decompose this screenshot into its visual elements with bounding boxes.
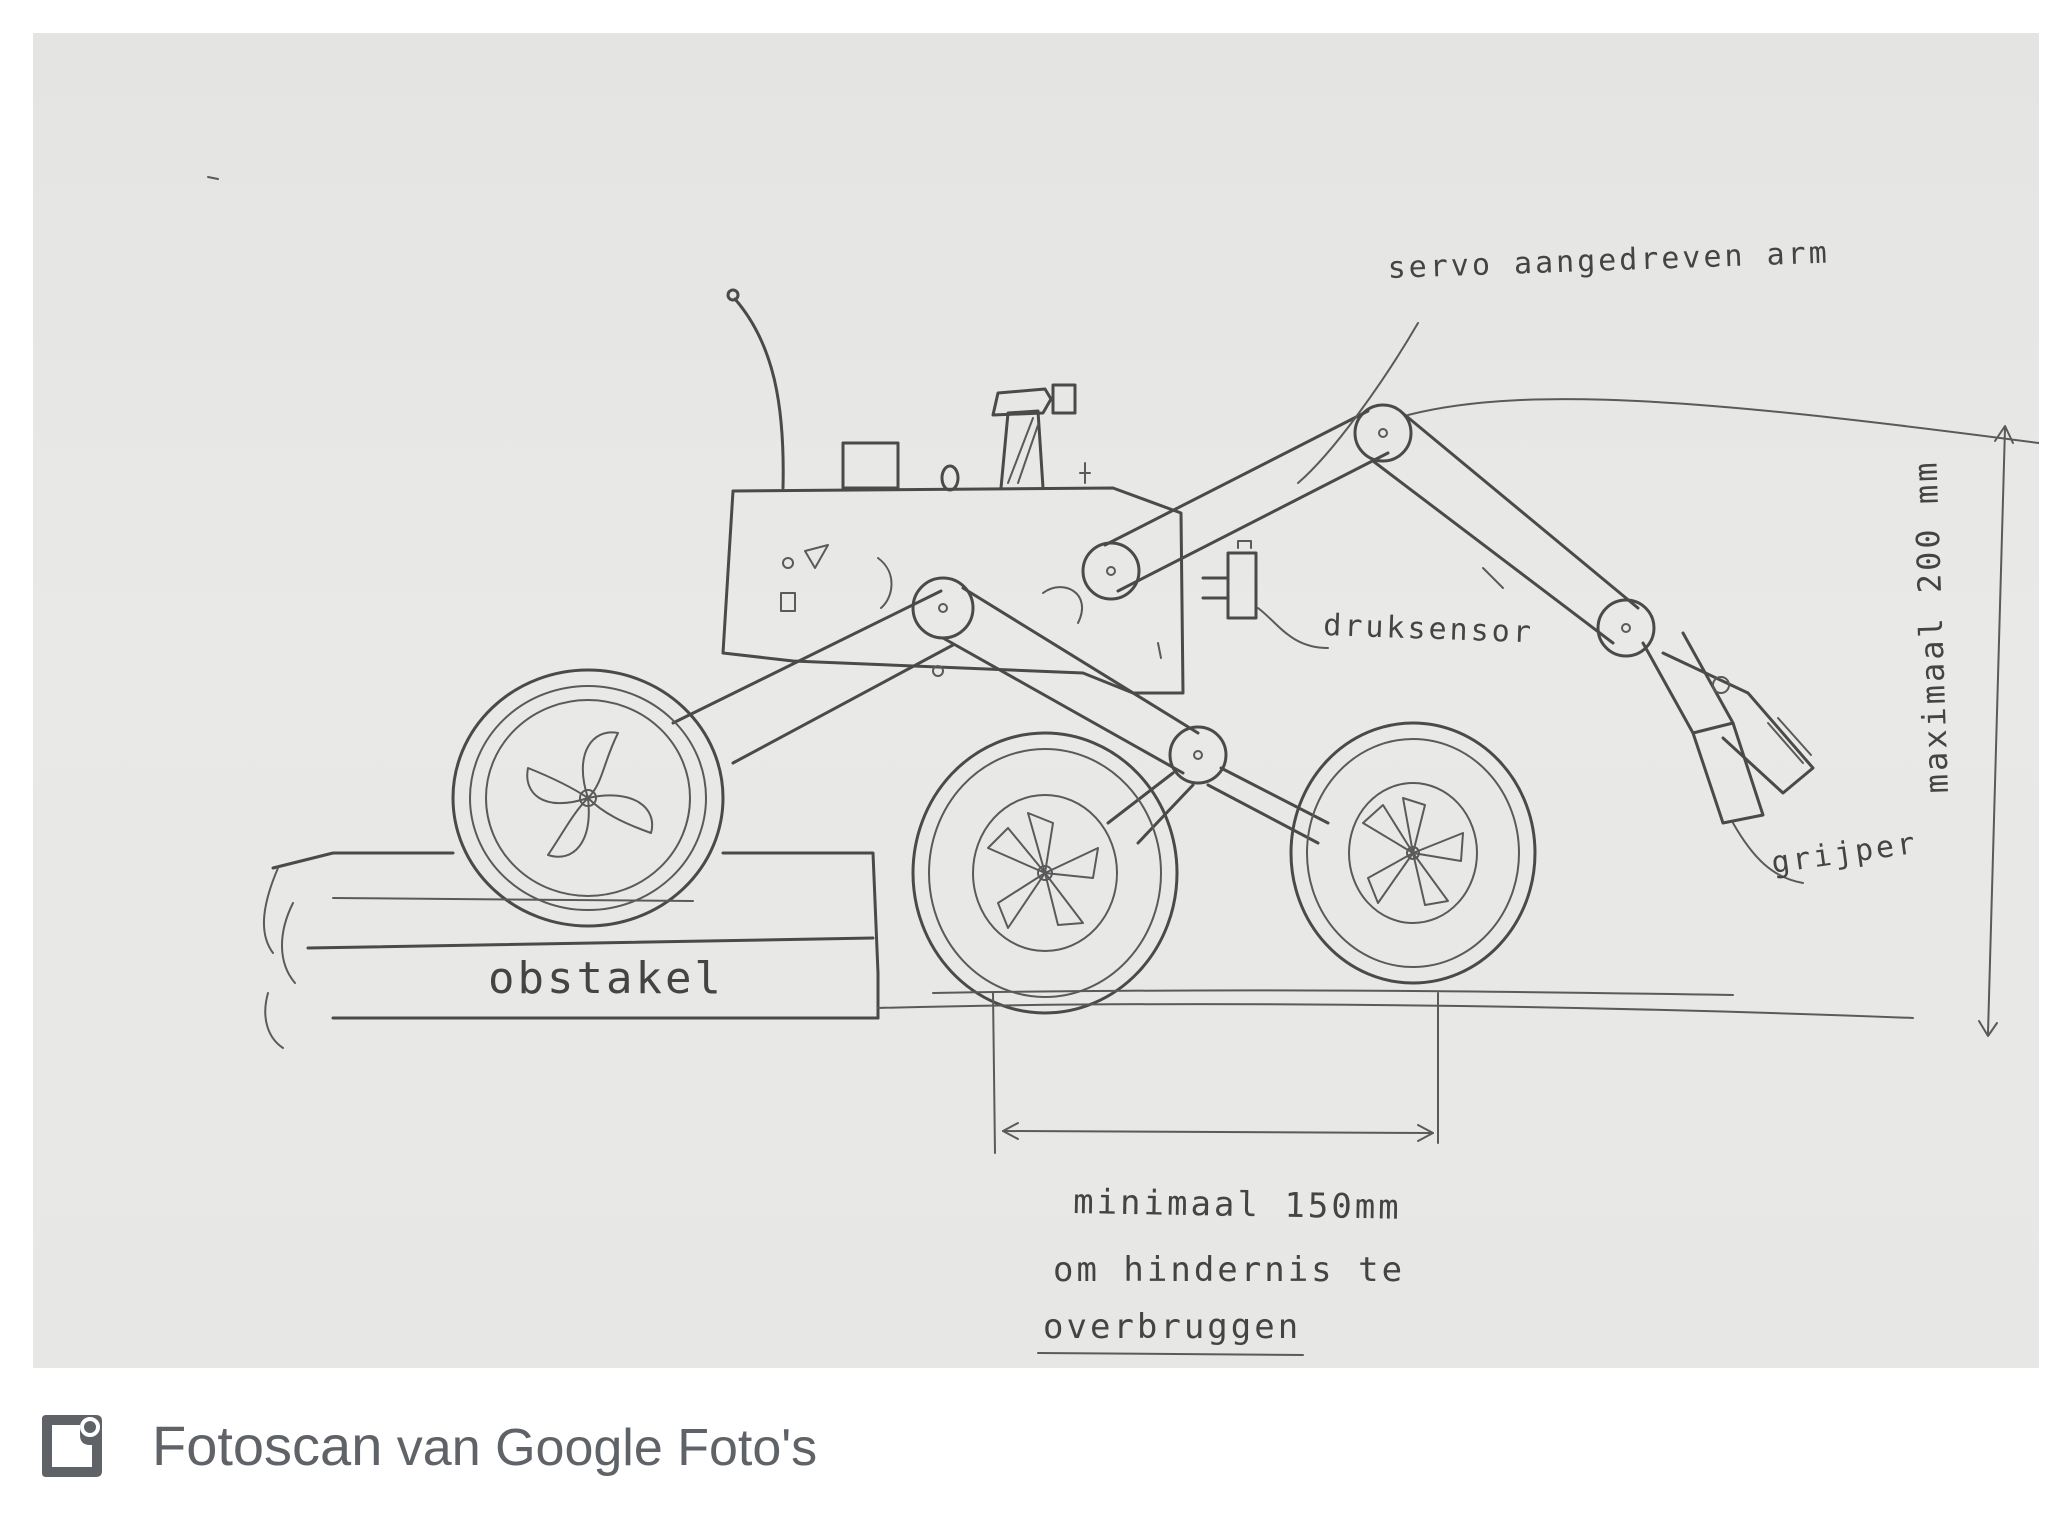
label-min-span-line3: overbruggen: [1043, 1307, 1301, 1347]
robot-body: [721, 486, 1185, 695]
pressure-sensor: [1226, 551, 1258, 620]
wheel-middle: [911, 731, 1179, 1015]
component-box: [841, 441, 900, 490]
gripper: [1641, 631, 1815, 825]
attribution-suffix: van Google Foto's: [382, 1418, 818, 1477]
attribution-text: Fotoscan van Google Foto's: [152, 1413, 817, 1478]
attribution-brand: Fotoscan: [152, 1413, 383, 1477]
height-dimension-line: [1987, 427, 2006, 1034]
arm-joint-wrist: [1596, 598, 1656, 658]
mast: [999, 409, 1045, 490]
span-dimension-line: [1002, 1130, 1434, 1134]
label-gripper: grijper: [1769, 826, 1920, 881]
arm-joint-elbow: [1353, 403, 1413, 463]
antenna-tip: [726, 288, 740, 302]
robot-sketch: servo aangedreven arm druksensor grijper…: [207, 176, 2039, 1356]
label-min-span-line1: minimaal 150mm: [1073, 1182, 1402, 1228]
sketch-photo: servo aangedreven arm druksensor grijper…: [33, 33, 2039, 1368]
attribution-footer: Fotoscan van Google Foto's: [40, 1405, 817, 1485]
span-extension-lines: [992, 992, 1439, 1154]
arm-joint-base: [1081, 541, 1141, 601]
label-obstacle: obstakel: [488, 953, 724, 1004]
label-pressure-sensor: druksensor: [1323, 608, 1535, 650]
wheel-front: [451, 668, 725, 928]
underline: [1037, 1352, 1304, 1356]
arm-upper-segment: [1371, 413, 1640, 645]
label-arm: servo aangedreven arm: [1387, 236, 1830, 286]
arm-lower-segment: [1103, 409, 1390, 593]
front-link: [671, 589, 955, 765]
obstacle: [262, 851, 880, 1049]
pivot-bogie: [1168, 725, 1228, 785]
label-max-height: maximaal 200 mm: [1906, 459, 1956, 794]
label-min-span-line2: om hindernis te: [1053, 1250, 1405, 1290]
component-cap: [940, 464, 960, 492]
antenna: [733, 297, 785, 490]
photoscan-icon: [42, 1415, 102, 1477]
wheel-rear: [1289, 721, 1537, 985]
